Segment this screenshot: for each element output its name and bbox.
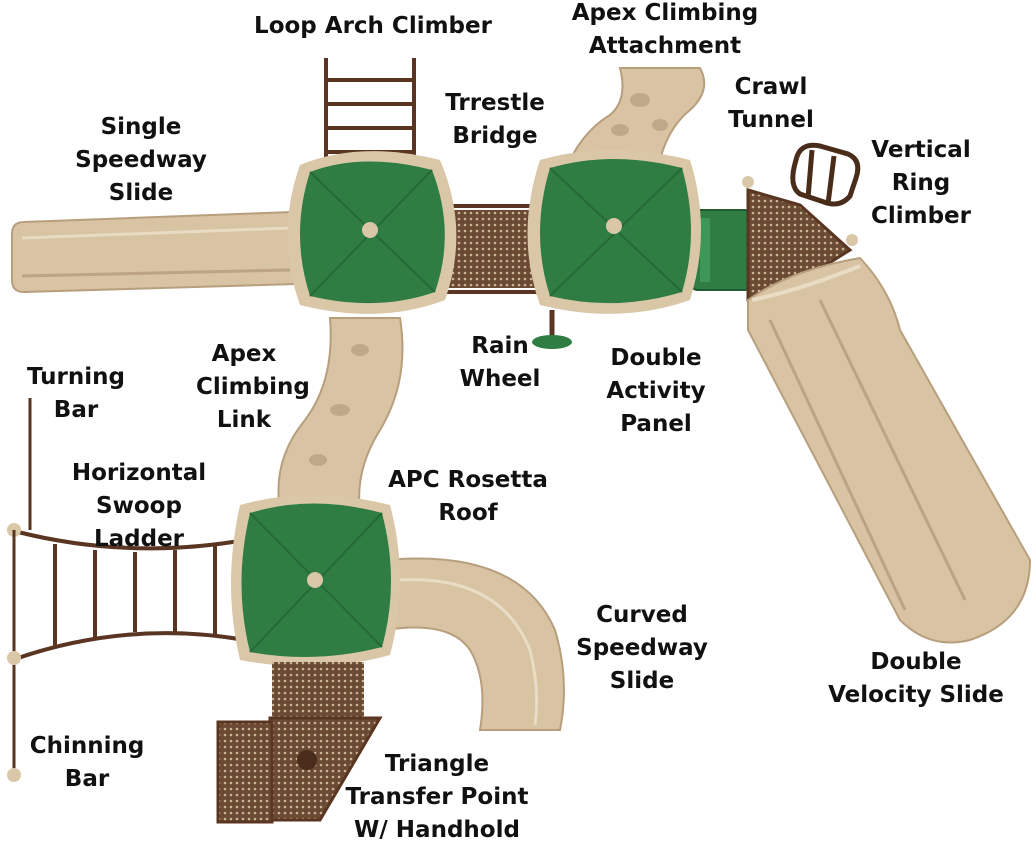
single-speedway-slide <box>11 210 298 294</box>
label-double-activity-panel: Double Activity Panel <box>606 345 706 437</box>
apex-climbing-attachment <box>568 67 706 161</box>
loop-arch-climber <box>324 58 416 165</box>
roof-tower-3 <box>231 495 400 667</box>
label-double-velocity-slide: Double Velocity Slide <box>828 649 1004 708</box>
label-crawl-tunnel: Crawl Tunnel <box>728 74 814 133</box>
chinning-bar <box>7 530 21 782</box>
label-trestle-bridge: Trrestle Bridge <box>445 90 545 149</box>
label-curved-speedway-slide: Curved Speedway Slide <box>576 602 708 694</box>
label-horizontal-swoop-ladder: Horizontal Swoop Ladder <box>71 460 207 552</box>
label-loop-arch-climber: Loop Arch Climber <box>254 13 492 39</box>
triangle-transfer-point <box>216 662 383 824</box>
label-apex-climbing-link: Apex Climbing Link <box>196 341 310 433</box>
label-turning-bar: Turning Bar <box>27 364 125 423</box>
roof-tower-2 <box>527 150 701 314</box>
label-apc-rosetta-roof: APC Rosetta Roof <box>388 467 548 526</box>
label-vertical-ring-climber: Vertical Ring Climber <box>870 137 972 229</box>
label-triangle-transfer-point: Triangle Transfer Point W/ Handhold <box>345 751 529 843</box>
label-single-speedway-slide: Single Speedway Slide <box>75 114 207 206</box>
rain-wheel <box>532 310 572 349</box>
double-velocity-slide <box>747 256 1032 644</box>
vertical-ring-climber <box>790 142 861 207</box>
label-apex-climbing-attachment: Apex Climbing Attachment <box>571 0 759 59</box>
label-rain-wheel: Rain Wheel <box>459 333 541 392</box>
horizontal-swoop-ladder <box>17 530 246 660</box>
roof-tower-1 <box>287 151 457 314</box>
label-chinning-bar: Chinning Bar <box>29 733 145 792</box>
curved-speedway-slide <box>384 557 565 731</box>
